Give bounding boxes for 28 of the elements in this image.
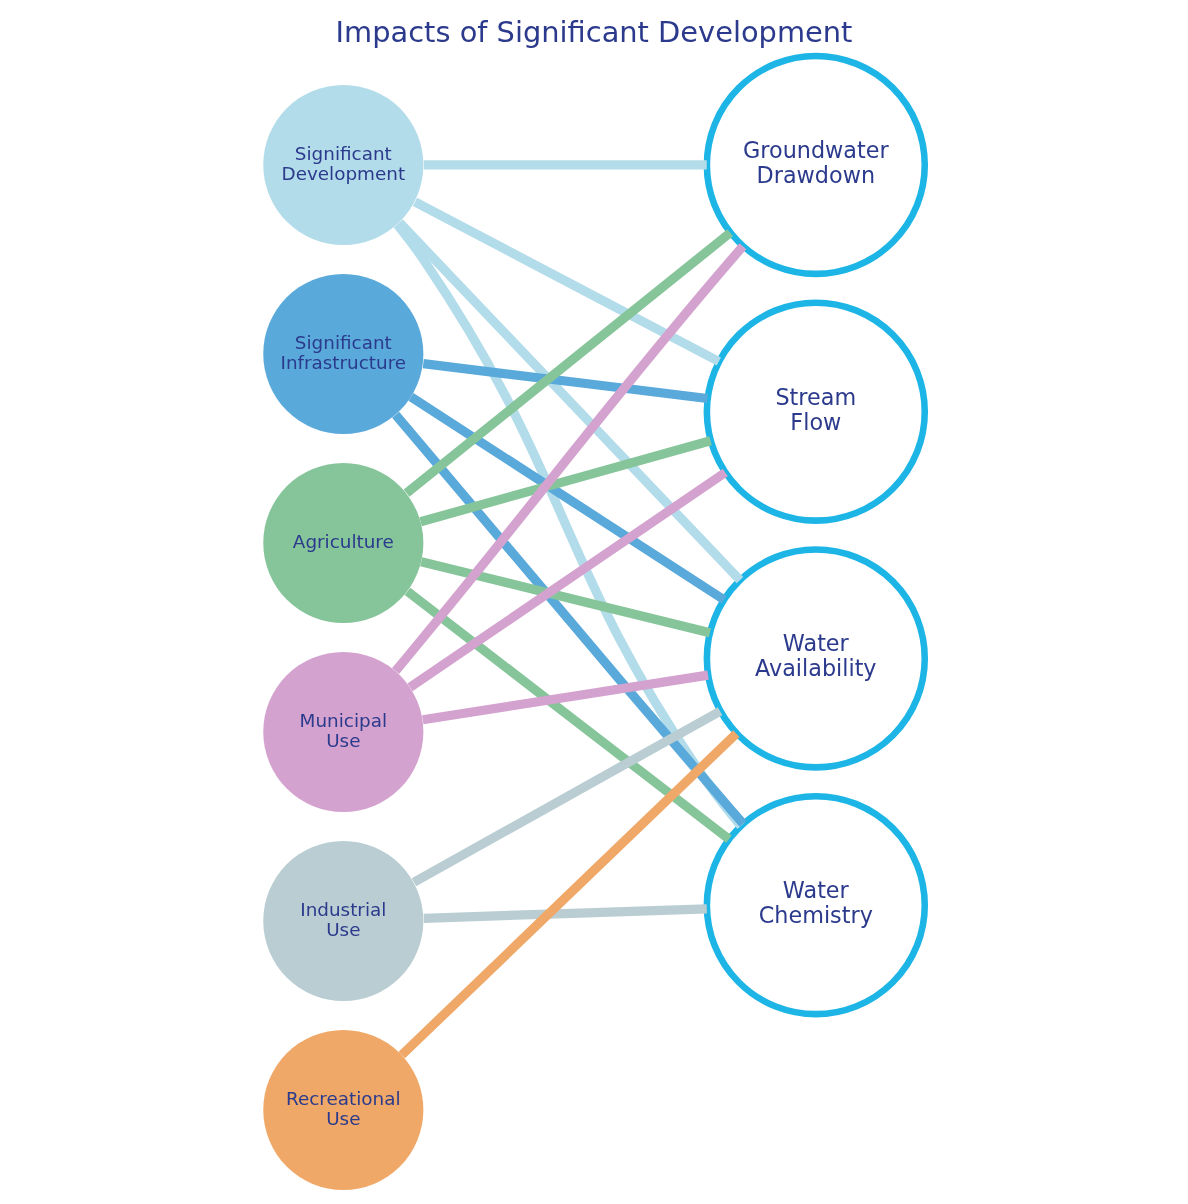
connector [420, 557, 711, 638]
connector [392, 411, 747, 827]
connector [393, 221, 745, 829]
node-circle: Water Chemistry [703, 792, 929, 1018]
connector [398, 730, 740, 1059]
node-circle: Industrial Use [263, 840, 424, 1001]
connector [403, 229, 734, 497]
node-circle: Groundwater Drawdown [703, 52, 929, 278]
node-circle: Municipal Use [263, 651, 424, 812]
node-circle: Significant Infrastructure [263, 273, 424, 434]
connector [407, 468, 728, 692]
connector [411, 707, 723, 887]
connector [392, 243, 747, 674]
connector [422, 670, 709, 725]
node-circle: Water Availability [703, 546, 929, 771]
node-circle: Agriculture [263, 462, 424, 623]
connector [396, 219, 744, 584]
diagram-title: Impacts of Significant Development [335, 15, 853, 50]
connector [412, 197, 721, 366]
node-circle: Stream Flow [703, 299, 929, 524]
connector [404, 587, 732, 843]
connector [422, 359, 708, 404]
node-circle: Recreational Use [263, 1029, 424, 1190]
connector [423, 160, 707, 170]
connector [408, 393, 727, 604]
connector [423, 904, 707, 923]
node-circle: Significant Development [263, 84, 424, 245]
connector [419, 436, 712, 527]
